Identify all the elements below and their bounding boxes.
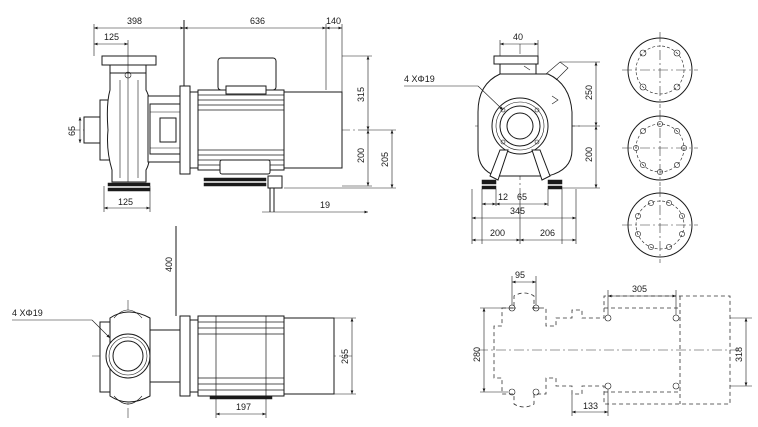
dim-315: 315 bbox=[356, 87, 366, 102]
dim-280: 280 bbox=[472, 347, 482, 362]
top-bolt-note: 4 XΦ19 bbox=[12, 308, 43, 318]
end-view: 4 XΦ19 40 250 200 12 65 345 200 206 bbox=[404, 32, 600, 244]
dim-197: 197 bbox=[236, 402, 251, 412]
dim-19: 19 bbox=[320, 200, 330, 210]
dim-400: 400 bbox=[164, 257, 174, 272]
dim-200: 200 bbox=[356, 148, 366, 163]
discharge-flange bbox=[101, 55, 157, 66]
dim-12: 12 bbox=[498, 192, 508, 202]
dim-200-b: 200 bbox=[490, 228, 505, 238]
side-view: 398 636 140 125 65 315 200 205 125 19 bbox=[67, 16, 396, 214]
dim-205: 205 bbox=[380, 152, 390, 167]
dim-140: 140 bbox=[326, 16, 341, 26]
dim-133: 133 bbox=[583, 401, 598, 411]
dim-65-end: 65 bbox=[517, 192, 527, 202]
flange-details bbox=[622, 32, 698, 263]
dim-65: 65 bbox=[67, 126, 77, 136]
flange-8-bolt-a bbox=[622, 110, 698, 186]
pump-casing bbox=[106, 72, 151, 183]
flange-8-bolt-b bbox=[622, 187, 698, 263]
dim-206: 206 bbox=[540, 228, 555, 238]
end-bolt-note: 4 XΦ19 bbox=[404, 74, 435, 84]
top-view: 4 XΦ19 400 265 197 bbox=[12, 226, 356, 418]
foundation-view: 95 305 280 318 133 bbox=[472, 270, 752, 416]
terminal-box bbox=[217, 57, 277, 91]
dim-95: 95 bbox=[515, 270, 525, 280]
flange-4-bolt bbox=[622, 32, 698, 108]
fan-cowl bbox=[283, 91, 343, 169]
dim-345: 345 bbox=[510, 206, 525, 216]
dim-636: 636 bbox=[250, 16, 265, 26]
dim-318: 318 bbox=[734, 347, 744, 362]
dim-265: 265 bbox=[340, 349, 350, 364]
foundation-outline bbox=[493, 292, 731, 408]
dim-125-top: 125 bbox=[104, 32, 119, 42]
dim-250: 250 bbox=[584, 85, 594, 100]
dim-200-end: 200 bbox=[584, 147, 594, 162]
dim-125-bottom: 125 bbox=[118, 197, 133, 207]
motor-body bbox=[197, 89, 285, 171]
dim-398: 398 bbox=[127, 16, 142, 26]
motor-flange bbox=[179, 85, 191, 175]
dim-40: 40 bbox=[513, 32, 523, 42]
suction-flange bbox=[83, 116, 103, 144]
dim-305: 305 bbox=[632, 284, 647, 294]
